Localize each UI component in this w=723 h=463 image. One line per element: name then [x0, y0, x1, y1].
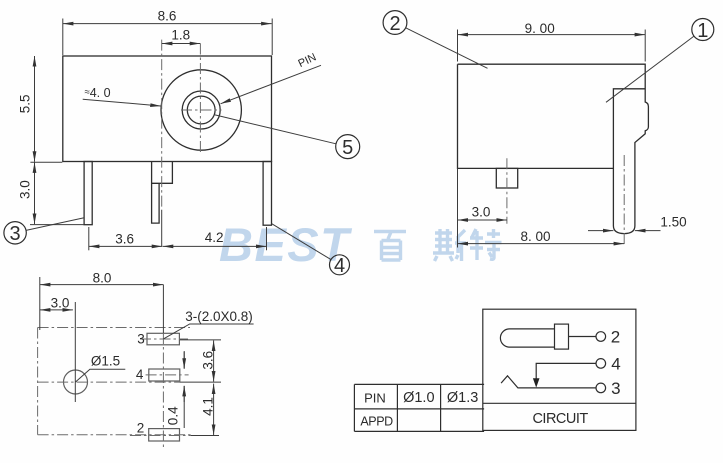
svg-text:≈4. 0: ≈4. 0 — [85, 86, 111, 100]
svg-text:4: 4 — [136, 367, 144, 382]
svg-text:4: 4 — [611, 354, 620, 373]
svg-text:APPD: APPD — [360, 414, 393, 428]
svg-text:4: 4 — [334, 255, 345, 277]
svg-text:9. 00: 9. 00 — [525, 21, 555, 36]
svg-text:Ø1.0: Ø1.0 — [403, 390, 434, 406]
svg-text:0.4: 0.4 — [166, 406, 181, 425]
svg-text:1.8: 1.8 — [171, 28, 190, 43]
svg-text:2: 2 — [389, 13, 400, 35]
svg-text:8.0: 8.0 — [93, 271, 112, 286]
svg-text:Ø1.3: Ø1.3 — [447, 390, 478, 406]
svg-text:1.50: 1.50 — [660, 215, 686, 230]
svg-text:Ø1.5: Ø1.5 — [91, 354, 120, 369]
svg-text:3.0: 3.0 — [472, 205, 491, 220]
svg-text:3.6: 3.6 — [115, 231, 134, 246]
svg-text:3.6: 3.6 — [200, 351, 215, 370]
svg-text:3: 3 — [137, 331, 145, 346]
svg-text:CIRCUIT: CIRCUIT — [532, 411, 588, 427]
svg-text:8.6: 8.6 — [158, 9, 177, 24]
svg-text:2: 2 — [137, 420, 145, 435]
svg-text:4.1: 4.1 — [200, 397, 215, 416]
svg-text:3.0: 3.0 — [51, 296, 70, 311]
svg-text:2: 2 — [611, 328, 620, 347]
svg-text:1: 1 — [697, 20, 708, 42]
svg-text:8. 00: 8. 00 — [520, 229, 550, 244]
svg-text:3: 3 — [10, 223, 21, 245]
svg-text:3-(2.0X0.8): 3-(2.0X0.8) — [185, 309, 253, 324]
svg-text:4.2: 4.2 — [205, 230, 224, 245]
svg-text:5.5: 5.5 — [18, 94, 33, 113]
svg-text:5: 5 — [342, 137, 353, 159]
svg-text:PIN: PIN — [364, 390, 386, 405]
svg-text:3.0: 3.0 — [18, 180, 33, 199]
svg-text:3: 3 — [611, 379, 620, 398]
